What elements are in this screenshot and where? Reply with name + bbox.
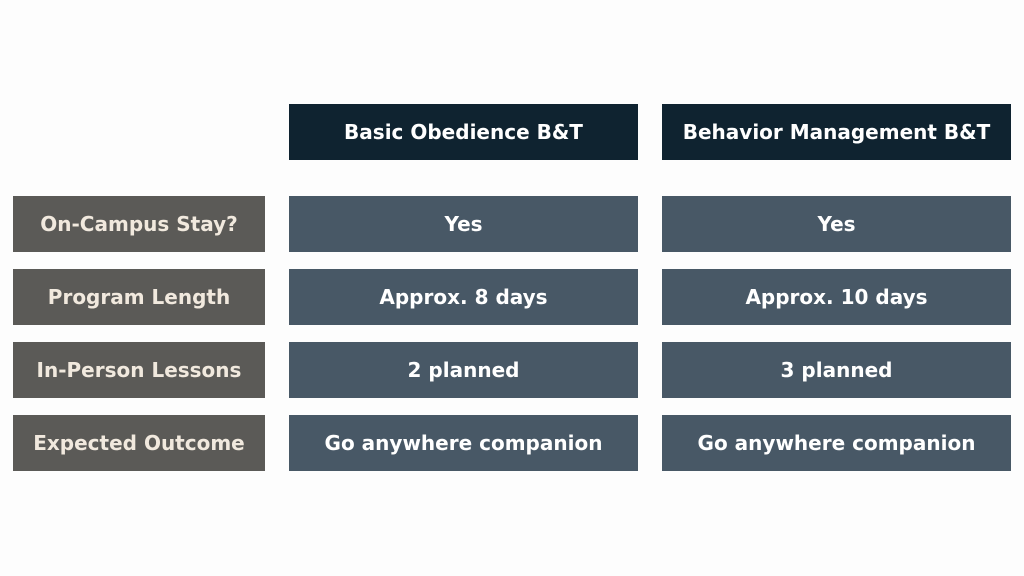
table-cell: 2 planned [289,342,638,398]
table-cell: Go anywhere companion [289,415,638,471]
table-cell: Approx. 8 days [289,269,638,325]
table-cell: 3 planned [662,342,1011,398]
table-cell: Go anywhere companion [662,415,1011,471]
table-cell: Approx. 10 days [662,269,1011,325]
table-cell: Yes [662,196,1011,252]
row-label-in-person-lessons: In-Person Lessons [13,342,265,398]
row-label-on-campus-stay: On-Campus Stay? [13,196,265,252]
column-header-basic-obedience: Basic Obedience B&T [289,104,638,160]
row-label-expected-outcome: Expected Outcome [13,415,265,471]
table-cell: Yes [289,196,638,252]
row-label-program-length: Program Length [13,269,265,325]
column-header-behavior-management: Behavior Management B&T [662,104,1011,160]
